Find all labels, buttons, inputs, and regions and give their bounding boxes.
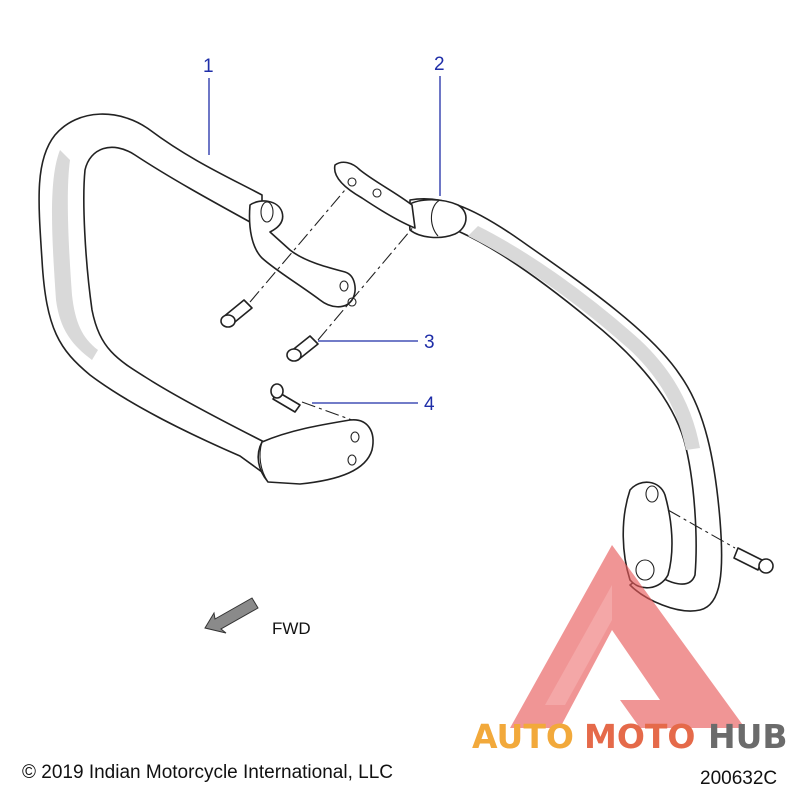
watermark-text-moto: MOTO — [584, 717, 695, 756]
forward-label: FWD — [272, 619, 311, 638]
callout-3: 3 — [318, 332, 435, 353]
assembly-lines — [249, 189, 736, 549]
watermark-logo — [510, 545, 745, 728]
copyright-notice: © 2019 Indian Motorcycle International, … — [22, 762, 393, 783]
left-crash-bar — [38, 113, 374, 485]
bolt-lower-right — [733, 547, 774, 574]
callout-4: 4 — [312, 394, 435, 415]
callout-3-number: 3 — [424, 332, 435, 353]
callout-1: 1 — [203, 56, 214, 155]
watermark-text-auto: AUTO — [472, 717, 574, 756]
callout-4-number: 4 — [424, 394, 435, 415]
bolt-upper-left — [220, 299, 253, 328]
right-crash-bar — [333, 161, 723, 612]
watermark-text-hub: HUB — [708, 717, 788, 756]
bolt-part-3 — [286, 335, 319, 362]
figure-code: 200632C — [700, 768, 777, 789]
watermark-wordmark: AUTO MOTO HUB — [472, 717, 788, 756]
forward-direction-indicator: FWD — [204, 597, 311, 638]
forward-arrow-icon — [204, 597, 259, 634]
callout-2: 2 — [434, 54, 445, 196]
bolt-part-4 — [270, 383, 301, 413]
callout-2-number: 2 — [434, 54, 445, 75]
callout-1-number: 1 — [203, 56, 214, 77]
